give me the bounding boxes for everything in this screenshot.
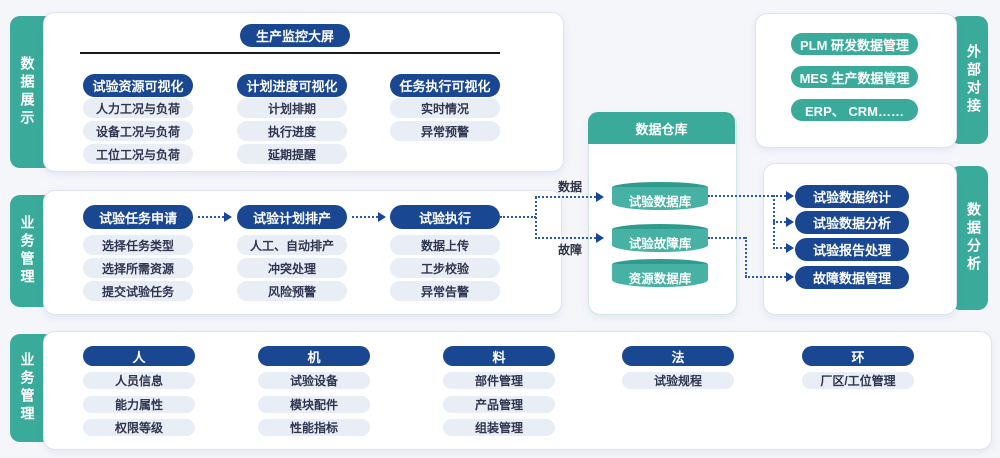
column-header-pill: 计划进度可视化 <box>237 74 347 97</box>
column-item-pill: 工位工况与负荷 <box>83 144 193 164</box>
external-item-pill: MES 生产数据管理 <box>791 66 918 88</box>
resource-item-pill: 人员信息 <box>83 372 195 389</box>
column-item-pill: 人力工况与负荷 <box>83 98 193 118</box>
arrow-right-icon <box>786 191 794 201</box>
resource-item-pill: 权限等级 <box>83 419 195 436</box>
resource-item-pill: 性能指标 <box>258 419 370 436</box>
resource-item-pill: 能力属性 <box>83 396 195 413</box>
analysis-item-pill: 试验数据分析 <box>795 211 909 234</box>
database-cylinder-icon: 试验数据库 <box>612 182 708 210</box>
column-header-pill: 任务执行可视化 <box>390 74 500 97</box>
connector-line <box>745 276 786 278</box>
resource-item-pill: 产品管理 <box>443 396 555 413</box>
resource-header-pill: 环 <box>802 346 914 366</box>
database-label: 试验数据库 <box>628 195 692 209</box>
cylinder-body <box>612 187 708 210</box>
column-item-pill: 延期提醒 <box>237 144 347 164</box>
database-cylinder-icon: 试验故障库 <box>612 224 708 252</box>
divider-line <box>80 52 500 54</box>
arrow-right-icon <box>786 243 794 253</box>
connector-line <box>773 195 786 197</box>
resource-item-pill: 部件管理 <box>443 372 555 389</box>
external-item-pill: ERP、 CRM…… <box>791 99 918 121</box>
resource-header-pill: 人 <box>83 346 195 366</box>
analysis-item-pill: 试验数据统计 <box>795 185 909 208</box>
process-item-pill: 风险预警 <box>237 281 347 301</box>
resource-item-pill: 模块配件 <box>258 396 370 413</box>
external-item-pill: PLM 研发数据管理 <box>791 33 918 55</box>
process-header-pill: 试验执行 <box>390 205 500 229</box>
dashboard-title-pill: 生产监控大屏 <box>240 24 350 47</box>
column-item-pill: 执行进度 <box>237 121 347 141</box>
resource-header-pill: 机 <box>258 346 370 366</box>
arrow-right-icon <box>224 212 232 222</box>
column-item-pill: 设备工况与负荷 <box>83 121 193 141</box>
process-item-pill: 数据上传 <box>390 235 500 255</box>
arrow-right-icon <box>786 217 794 227</box>
connector-line <box>535 196 596 198</box>
analysis-item-pill: 试验报告处理 <box>795 238 909 261</box>
process-item-pill: 工步校验 <box>390 258 500 278</box>
column-item-pill: 计划排期 <box>237 98 347 118</box>
connector-line <box>535 197 537 239</box>
database-label: 试验故障库 <box>628 237 692 251</box>
analysis-item-pill: 故障数据管理 <box>795 266 909 289</box>
database-label: 资源数据库 <box>628 272 692 286</box>
arrow-right-icon <box>786 272 794 282</box>
data-warehouse-header: 数据仓库 <box>588 112 735 144</box>
process-item-pill: 冲突处理 <box>237 258 347 278</box>
cylinder-body <box>612 229 708 252</box>
process-item-pill: 选择所需资源 <box>83 258 193 278</box>
connector-line <box>352 216 378 218</box>
cylinder-body <box>612 264 708 287</box>
connector-line <box>535 237 596 239</box>
database-cylinder-icon: 资源数据库 <box>612 259 708 287</box>
process-header-pill: 试验计划排产 <box>237 205 347 229</box>
connector-line <box>745 237 747 277</box>
flow-label-fault: 故障 <box>557 243 582 257</box>
column-item-pill: 异常预警 <box>390 121 500 141</box>
process-item-pill: 人工、自动排产 <box>237 235 347 255</box>
connector-line <box>773 247 786 249</box>
process-header-pill: 试验任务申请 <box>83 205 193 229</box>
column-item-pill: 实时情况 <box>390 98 500 118</box>
arrow-right-icon <box>378 212 386 222</box>
resource-header-pill: 法 <box>622 346 734 366</box>
arrow-right-icon <box>596 233 604 243</box>
resource-header-pill: 料 <box>443 346 555 366</box>
resource-item-pill: 试验规程 <box>622 372 734 389</box>
process-item-pill: 选择任务类型 <box>83 235 193 255</box>
connector-line <box>773 221 786 223</box>
arrow-right-icon <box>596 192 604 202</box>
process-item-pill: 提交试验任务 <box>83 281 193 301</box>
connector-line <box>500 216 536 218</box>
resource-item-pill: 厂区/工位管理 <box>802 372 914 389</box>
process-item-pill: 异常告警 <box>390 281 500 301</box>
connector-line <box>708 237 745 239</box>
connector-line <box>708 195 773 197</box>
connector-line <box>198 216 224 218</box>
resource-item-pill: 组装管理 <box>443 419 555 436</box>
resource-item-pill: 试验设备 <box>258 372 370 389</box>
column-header-pill: 试验资源可视化 <box>83 74 193 97</box>
flow-label-data: 数据 <box>557 180 582 194</box>
